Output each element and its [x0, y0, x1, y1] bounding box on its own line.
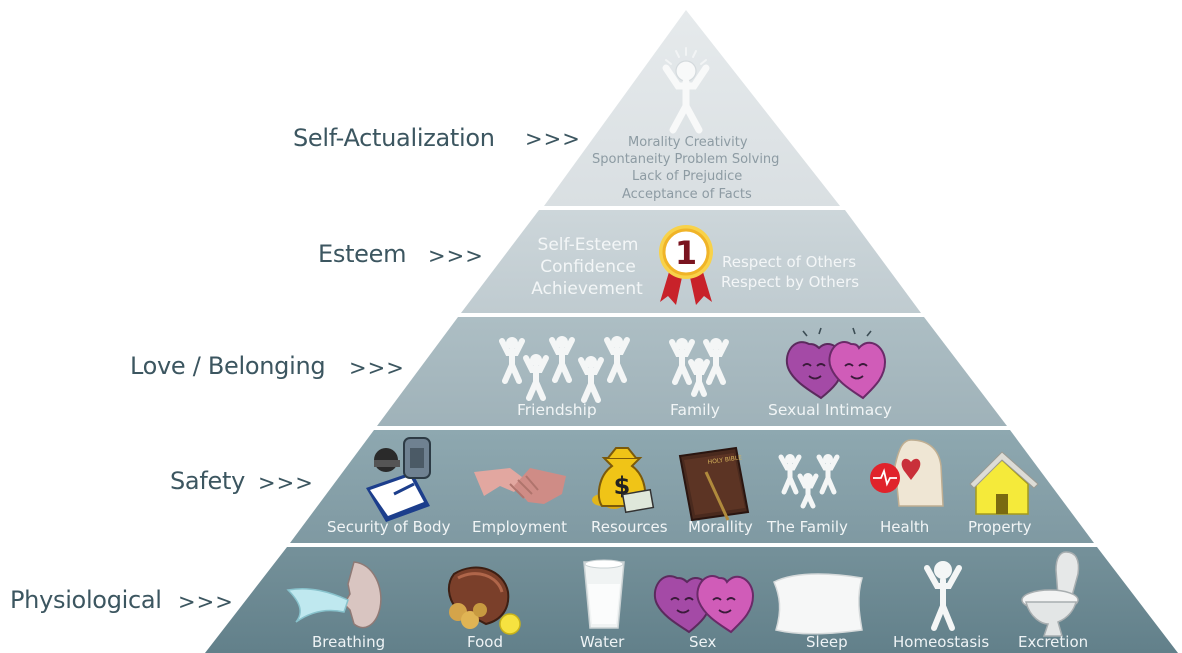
self-actualization-item: Morality Creativity — [628, 135, 748, 150]
health-heart-icon — [870, 439, 944, 507]
safety-item: Security of Body — [327, 518, 451, 536]
safety-label: Safety — [170, 467, 245, 495]
safety-item: Health — [880, 518, 930, 536]
physiological-item: Sex — [689, 633, 717, 651]
esteem-item: Achievement — [531, 279, 643, 299]
esteem-item: Respect of Others — [722, 253, 857, 271]
sex-hearts-icon — [653, 575, 755, 634]
esteem-item: Respect by Others — [721, 273, 860, 291]
love-belonging-arrows: >>> — [349, 356, 405, 380]
physiological-item: Sleep — [806, 633, 848, 651]
tier-self-actualization — [544, 10, 840, 206]
physiological-label: Physiological — [10, 586, 162, 614]
breathing-face-icon — [286, 561, 382, 629]
self-actualization-arrows: >>> — [525, 127, 581, 151]
bible-title: HOLY BIBLE — [707, 454, 742, 466]
self-actualization-item: Acceptance of Facts — [622, 187, 752, 202]
homeostasis-figure-icon — [924, 561, 962, 631]
hearts-icon — [785, 327, 887, 400]
award-ribbon-icon: 1 — [659, 225, 713, 305]
esteem-label: Esteem — [318, 240, 407, 268]
self-actualization-item: Spontaneity Problem Solving — [592, 152, 780, 167]
friendship-figures-icon — [499, 336, 630, 403]
safety-item: The Family — [767, 518, 848, 536]
esteem-arrows: >>> — [428, 244, 484, 268]
physiological-item: Food — [467, 633, 503, 651]
food-ham-icon — [448, 566, 521, 635]
self-actualization-item: Lack of Prejudice — [632, 169, 743, 184]
esteem-item: Confidence — [540, 257, 636, 277]
love-belonging-label: Love / Belonging — [130, 352, 326, 380]
physiological-item: Excretion — [1018, 633, 1089, 651]
physiological-item: Water — [580, 633, 625, 651]
safety-item: Morallity — [688, 518, 753, 536]
security-guard-icon — [366, 437, 431, 522]
self-actualized-person-icon — [662, 47, 710, 134]
handshake-icon — [474, 468, 566, 504]
safety-item: Employment — [472, 518, 568, 536]
love-item: Sexual Intimacy — [768, 401, 892, 419]
toilet-icon — [1021, 551, 1080, 637]
badge-number: 1 — [675, 234, 697, 272]
house-icon — [969, 451, 1039, 515]
water-glass-icon — [583, 559, 625, 629]
safety-item: Property — [968, 518, 1032, 536]
svg-text:$: $ — [614, 472, 631, 500]
family-figures-icon — [669, 338, 729, 397]
safety-arrows: >>> — [258, 471, 314, 495]
love-item: Family — [670, 401, 720, 419]
esteem-item: Self-Esteem — [537, 235, 639, 255]
money-bag-icon: $ — [592, 447, 655, 514]
pillow-icon — [773, 573, 863, 635]
physiological-item: Breathing — [312, 633, 386, 651]
bible-icon: HOLY BIBLE — [678, 446, 750, 522]
safety-item: Resources — [591, 518, 668, 536]
love-item: Friendship — [517, 401, 597, 419]
physiological-arrows: >>> — [178, 590, 234, 614]
self-actualization-label: Self-Actualization — [293, 124, 495, 152]
family-figures-safety-icon — [778, 454, 840, 509]
physiological-item: Homeostasis — [893, 633, 990, 651]
